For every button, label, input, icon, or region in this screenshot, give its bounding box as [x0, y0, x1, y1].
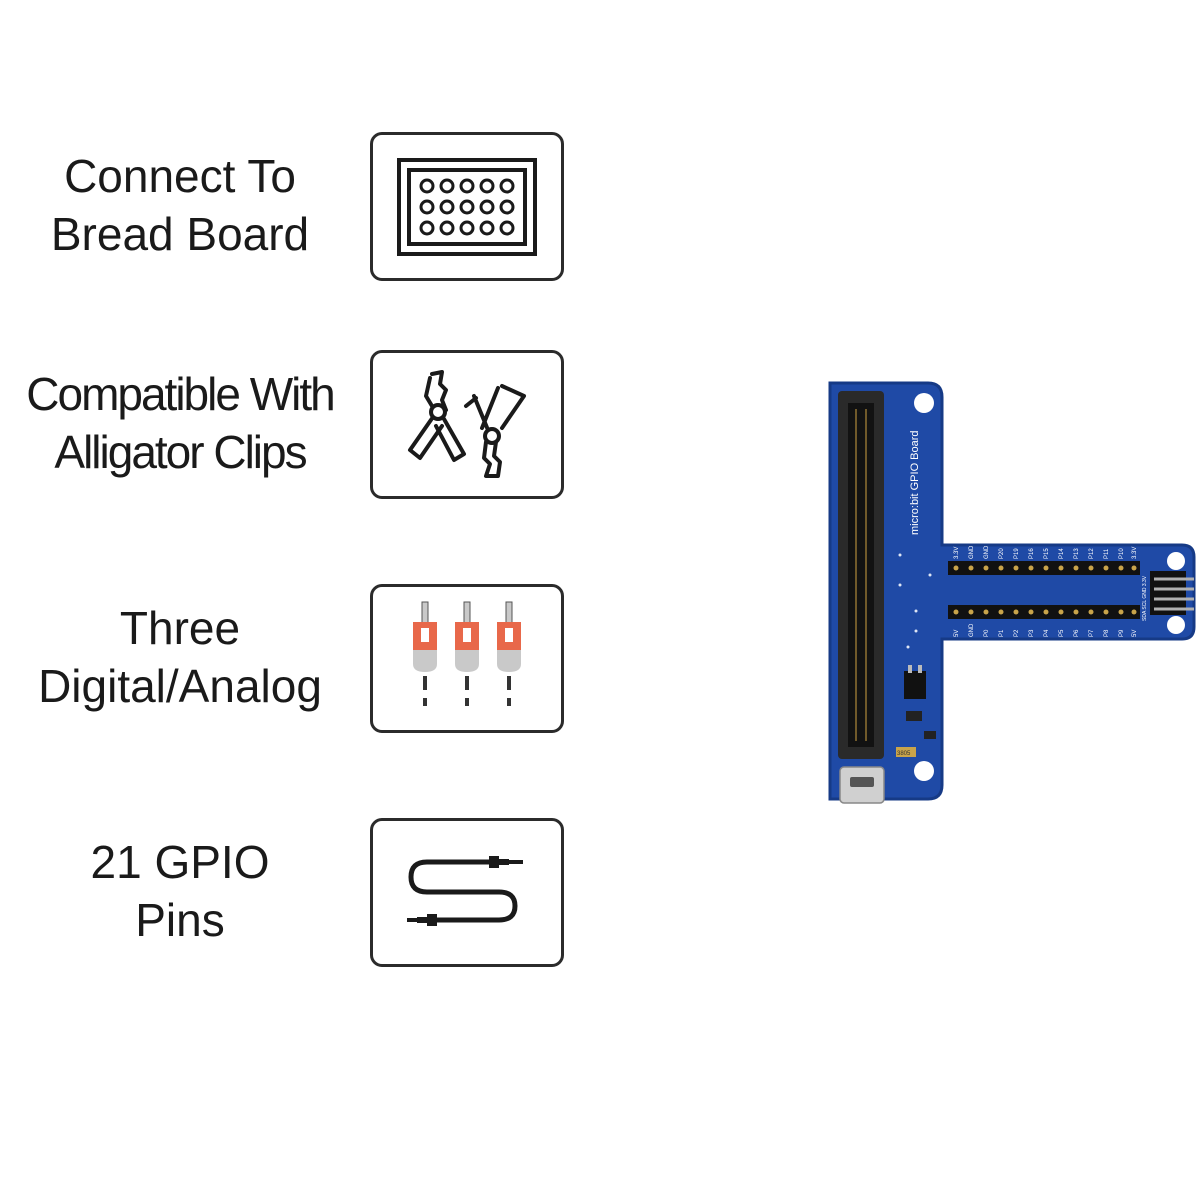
board-title: micro:bit GPIO Board: [909, 430, 921, 535]
pin-label-bottom: P3: [1029, 629, 1035, 637]
feature-label: Three Digital/Analog: [0, 582, 360, 732]
feature-pins: Three Digital/Analog: [0, 582, 570, 733]
pin-label-bottom: 5V: [954, 630, 960, 637]
pin-headers-icon: [413, 601, 521, 706]
feature-label-line-1: 21 GPIO: [90, 836, 270, 888]
feature-label-line-2: Digital/Analog: [38, 660, 322, 712]
pin-label-top: P14: [1059, 548, 1065, 559]
icon-box: [370, 350, 564, 499]
pin-label-bottom: P9: [1119, 629, 1125, 637]
alligator-clips-icon: [408, 369, 526, 478]
feature-label-line-1: Compatible With: [26, 368, 335, 420]
pin-label-top: P12: [1089, 548, 1095, 559]
breadboard-icon: [397, 157, 537, 256]
pin-label-bottom: P8: [1104, 629, 1110, 637]
gpio-board-illustration: micro:bit GPIO Board 3.3V GND GND P20 P1…: [828, 381, 1196, 804]
feature-label-line-2: Alligator Clips: [54, 426, 307, 478]
icon-box: [370, 818, 564, 967]
pin-label-bottom: P5: [1059, 629, 1065, 637]
feature-label: Connect To Bread Board: [0, 130, 360, 280]
feature-alligator-clips: Compatible With Alligator Clips: [0, 348, 570, 499]
feature-label-line-2: Pins: [135, 894, 225, 946]
pin-label-top: P10: [1119, 548, 1125, 559]
pin-label-bottom: P0: [984, 629, 990, 637]
pin-label-top: P16: [1029, 548, 1035, 559]
feature-breadboard: Connect To Bread Board: [0, 130, 570, 281]
gpio-board-image: micro:bit GPIO Board 3.3V GND GND P20 P1…: [820, 375, 1200, 815]
pin-label-top: P20: [999, 548, 1005, 559]
pin-label-top: P13: [1074, 548, 1080, 559]
feature-label: Compatible With Alligator Clips: [0, 348, 360, 498]
jumper-cable-icon: [407, 855, 523, 926]
pin-label-bottom: P1: [999, 629, 1005, 637]
pin-label-top: GND: [969, 545, 975, 559]
feature-label-line-2: Bread Board: [50, 208, 310, 260]
feature-label-line-1: Three: [119, 602, 241, 654]
pin-label-top: 3.3V: [954, 547, 960, 559]
feature-label-line-1: Connect To: [64, 150, 296, 202]
pin-label-bottom: 5V: [1132, 630, 1138, 637]
pin-label-bottom: P2: [1014, 629, 1020, 637]
feature-gpio-pins: 21 GPIO Pins: [0, 816, 570, 967]
feature-label: 21 GPIO Pins: [0, 816, 360, 966]
icon-box: [370, 584, 564, 733]
pin-label-bottom: P4: [1044, 629, 1050, 637]
pin-label-top: P19: [1014, 548, 1020, 559]
pin-label-bottom: GND: [969, 623, 975, 637]
pin-label-top: P15: [1044, 548, 1050, 559]
pin-label-top: GND: [984, 545, 990, 559]
icon-box: [370, 132, 564, 281]
pin-label-top: P11: [1104, 548, 1110, 559]
chip-label: 3805: [897, 751, 911, 757]
pin-label-bottom: P7: [1089, 629, 1095, 637]
pin-label-bottom: P6: [1074, 629, 1080, 637]
side-header-label: SDA SCL GND 3.3V: [1142, 575, 1148, 621]
pin-label-top: 3.3V: [1132, 547, 1138, 559]
